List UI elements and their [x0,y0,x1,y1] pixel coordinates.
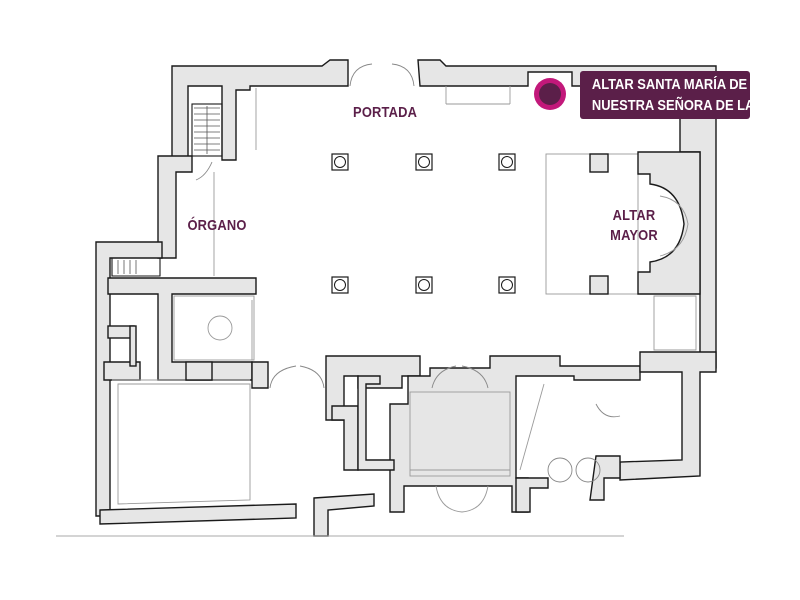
closets [107,325,213,381]
small-rooms-wall [331,405,359,471]
altar-pillar-top [589,153,609,173]
stair-box [191,103,223,157]
interior-lines [112,86,697,513]
callout-line-1: ALTAR SANTA MARÍA DE [591,76,748,93]
portada-door [349,63,415,87]
staircase [111,103,223,277]
column [415,276,433,294]
altar-callout-label: ALTAR SANTA MARÍA DE NUESTRA SEÑORA DE L… [580,71,768,119]
east-door [595,403,621,418]
altar-location-marker[interactable] [532,76,568,112]
organ-door [195,161,213,181]
altar-pillar-bottom [589,275,609,295]
west-wall-upper [157,155,193,259]
stair-lower [111,257,161,277]
chapel-wall-left [515,477,549,513]
bottom-small-wall [313,493,375,537]
column [498,276,516,294]
chapel-door-1 [547,457,573,483]
label-portada: PORTADA [353,104,418,121]
south-door-left [269,365,325,389]
outer-walls [95,59,717,537]
marker-center [539,83,561,105]
doors [195,63,621,483]
south-door-mid [431,365,489,389]
apse-curve [659,195,689,257]
label-altar-mayor-2: MAYOR [610,227,658,244]
south-nave-wall [251,361,269,389]
column [498,153,516,171]
bottom-left-wall [99,503,297,525]
north-wall-left [171,59,349,161]
label-organo: ÓRGANO [187,217,247,234]
chapel-wall [589,455,621,501]
sanctuary-outline [545,151,701,295]
column [331,276,349,294]
chapel-door-2 [575,457,601,483]
label-altar-mayor-1: ALTAR [612,207,656,224]
column [331,153,349,171]
south-wall-right [389,355,641,513]
small-rooms-wall-2 [357,375,395,471]
apse-wall [637,151,701,295]
columns [331,153,516,294]
column [415,153,433,171]
callout-line-2: NUESTRA SEÑORA DE LA O [591,97,768,114]
east-lower-wall [619,351,717,481]
